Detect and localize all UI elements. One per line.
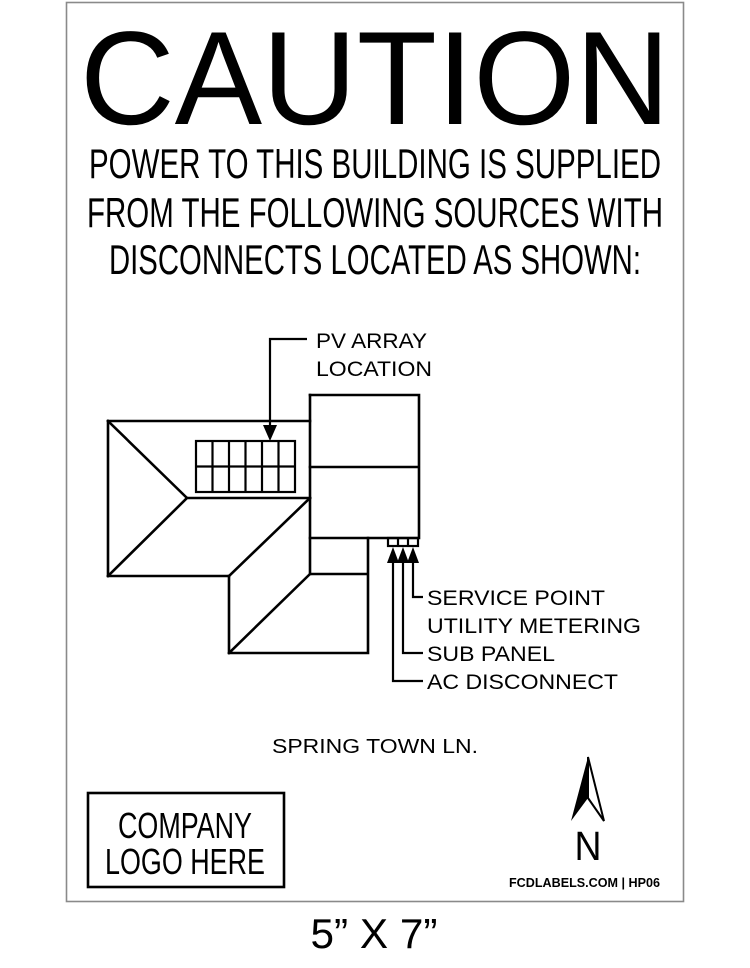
sub-panel-arrowhead-icon — [397, 547, 409, 563]
company-logo-box — [86, 791, 286, 889]
caution-header: CAUTION — [80, 5, 670, 153]
ac-disconnect-leader — [391, 560, 423, 683]
valley-line — [227, 496, 312, 578]
right-building-block — [308, 393, 421, 540]
callout-ac-disconnect: AC DISCONNECT — [427, 671, 618, 694]
equipment-boxes — [386, 536, 420, 548]
callout-sub-panel: SUB PANEL — [427, 643, 555, 666]
pv-array — [194, 439, 297, 494]
footer-code: FCDLABELS.COM | HP06 — [509, 875, 660, 890]
logo-text-line-2: LOGO HERE — [105, 841, 265, 882]
callout-service-point: SERVICE POINT — [427, 587, 605, 610]
message-line-2: FROM THE FOLLOWING SOURCES WITH — [87, 189, 663, 236]
service-point-leader — [411, 560, 423, 599]
callout-utility-metering: UTILITY METERING — [427, 615, 641, 638]
sign-border — [65, 1, 685, 903]
logo-text-line-1: COMPANY — [118, 805, 252, 846]
message-line-1: POWER TO THIS BUILDING IS SUPPLIED — [89, 140, 661, 187]
north-arrow-icon — [571, 756, 605, 822]
pv-label-line-1: PV ARRAY — [316, 330, 427, 353]
hip-roof-lines — [106, 419, 312, 578]
service-point-arrowhead-icon — [407, 547, 419, 563]
pv-label-line-2: LOCATION — [316, 358, 432, 381]
sub-panel-leader — [401, 560, 423, 655]
message-line-3: DISCONNECTS LOCATED AS SHOWN: — [109, 236, 641, 283]
building-plan — [106, 337, 423, 683]
street-label: SPRING TOWN LN. — [272, 736, 478, 758]
north-label: N — [575, 823, 602, 869]
pv-leader-line — [268, 337, 307, 428]
pv-arrowhead-icon — [263, 425, 277, 441]
ac-disconnect-arrowhead-icon — [387, 547, 399, 563]
size-label: 5” X 7” — [311, 910, 438, 957]
